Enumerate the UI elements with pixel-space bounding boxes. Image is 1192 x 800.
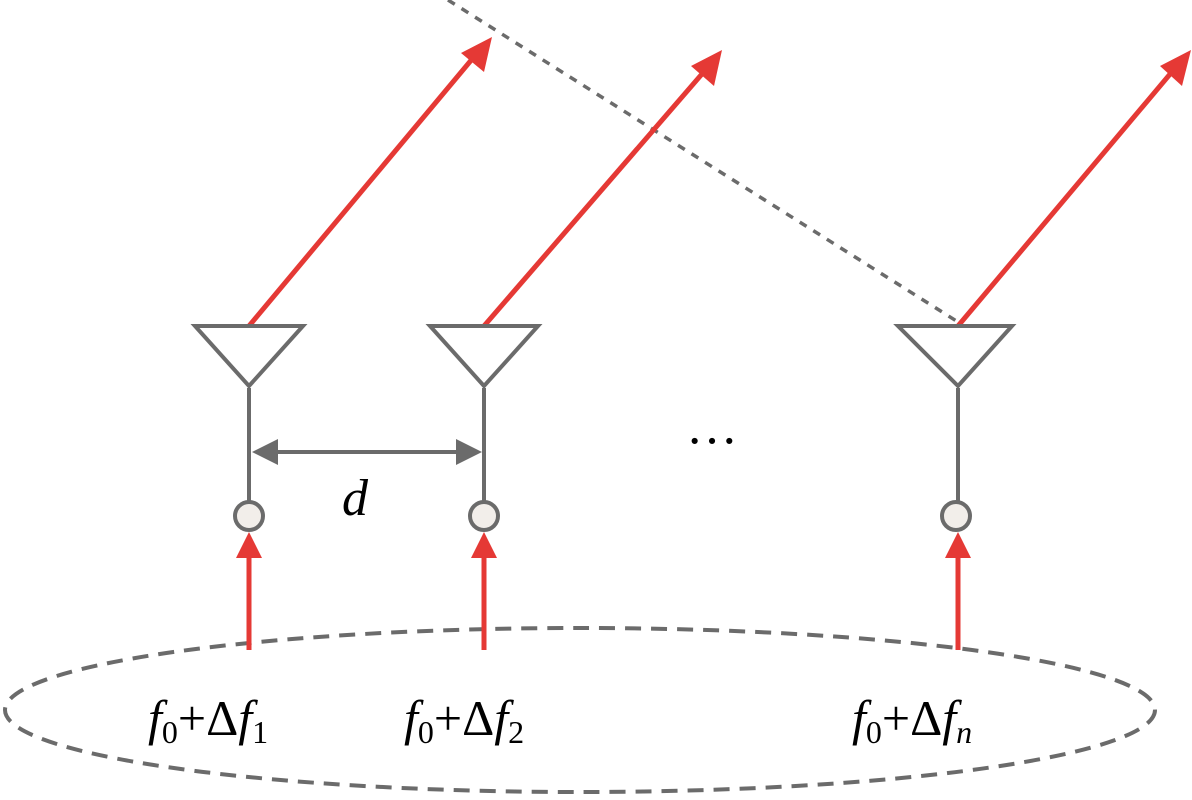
input-arrowhead-1 (236, 532, 262, 558)
ellipsis-dots: ··· (686, 413, 738, 470)
feed-node-1 (233, 500, 265, 532)
frequency-group-ellipse (3, 626, 1157, 794)
radiated-beam-arrow-2 (482, 65, 710, 328)
beam-arrowhead-1 (461, 37, 492, 72)
freq-base-sub-1: 0 (162, 714, 178, 750)
antenna-triangle-2 (425, 324, 543, 389)
antenna-element-n (893, 50, 1191, 650)
beam-arrowhead-n (1160, 50, 1191, 86)
spacing-label: d (342, 470, 369, 527)
freq-var-sub-2: 2 (508, 714, 524, 750)
freq-delta-n: Δ (910, 690, 942, 746)
freq-plus-2: + (434, 690, 462, 746)
feed-node-2 (468, 500, 500, 532)
spacing-arrowhead-left (252, 439, 278, 465)
freq-delta-1: Δ (206, 690, 238, 746)
radiated-beam-arrow-n (956, 65, 1178, 328)
freq-var-sub-1: 1 (252, 714, 268, 750)
feed-node-n (940, 500, 972, 532)
freq-delta-2: Δ (462, 690, 494, 746)
antenna-triangle-n (893, 324, 1017, 389)
radiated-beam-arrow-1 (247, 50, 480, 328)
antenna-triangle-1 (190, 324, 308, 389)
antenna-element-1 (190, 37, 492, 650)
freq-plus-1: + (178, 690, 206, 746)
frequency-label-n: f0+Δfn (852, 690, 972, 750)
freq-base-sub-2: 0 (418, 714, 434, 750)
freq-var-sub-n: n (956, 714, 972, 750)
input-arrowhead-n (945, 532, 971, 558)
beam-arrowhead-2 (691, 50, 722, 86)
freq-plus-n: + (882, 690, 910, 746)
spacing-arrowhead-right (456, 439, 482, 465)
frequency-label-1: f0+Δf1 (148, 690, 268, 750)
spacing-dimension: d (252, 439, 482, 527)
frequency-label-2: f0+Δf2 (404, 690, 524, 750)
antenna-element-2 (425, 50, 722, 650)
wavefront-line (447, 0, 959, 324)
freq-base-sub-n: 0 (866, 714, 882, 750)
input-arrowhead-2 (471, 532, 497, 558)
